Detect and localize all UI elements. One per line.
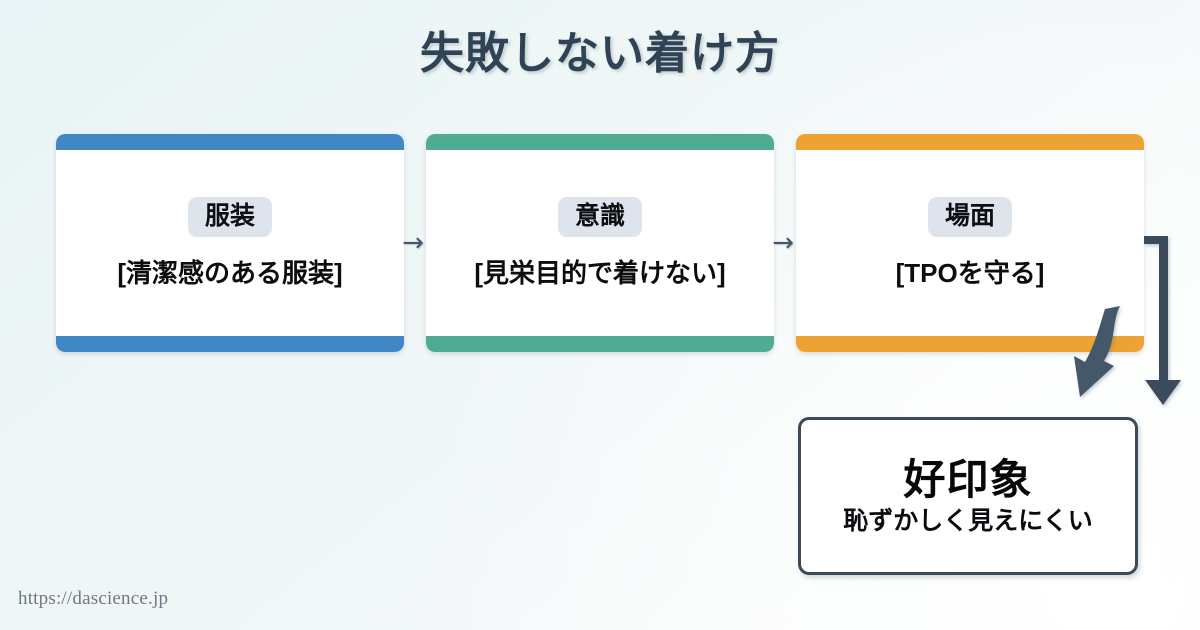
- flow-arrows-group: [1074, 236, 1181, 405]
- step-card-3-badge: 場面: [927, 196, 1012, 238]
- step-card-1-bottom-accent-bar: [56, 336, 404, 352]
- step-card-2-top-accent-bar: [426, 134, 774, 150]
- result-subtitle: 恥ずかしく見えにくい: [843, 506, 1093, 535]
- step-card-1-badge: 服装: [187, 196, 272, 238]
- arrow-right-icon: →: [402, 228, 424, 258]
- step-card-1-text: [清潔感のある服装]: [117, 258, 343, 289]
- step-card-3-bottom-accent-bar: [796, 336, 1144, 352]
- step-card-3-text: [TPOを守る]: [895, 258, 1045, 289]
- elbow-down-arrow-icon: [1144, 236, 1181, 405]
- step-card-1-top-accent-bar: [56, 134, 404, 150]
- curved-down-left-arrow-icon: [1074, 306, 1120, 397]
- step-card-3: 場面 [TPOを守る]: [796, 134, 1144, 352]
- step-card-3-top-accent-bar: [796, 134, 1144, 150]
- result-title: 好印象: [903, 455, 1033, 503]
- step-card-2: 意識 [見栄目的で着けない]: [426, 134, 774, 352]
- step-card-2-badge: 意識: [557, 196, 642, 238]
- step-card-2-bottom-accent-bar: [426, 336, 774, 352]
- step-card-3-content: 場面 [TPOを守る]: [796, 150, 1144, 336]
- step-card-2-content: 意識 [見栄目的で着けない]: [426, 150, 774, 336]
- step-card-2-text: [見栄目的で着けない]: [474, 258, 726, 289]
- step-card-1-content: 服装 [清潔感のある服装]: [56, 150, 404, 336]
- footer-source-url: https://dascience.jp: [18, 588, 169, 609]
- result-box: 好印象 恥ずかしく見えにくい: [798, 417, 1138, 575]
- page-title: 失敗しない着け方: [420, 29, 780, 78]
- arrow-right-icon: →: [772, 228, 794, 258]
- step-card-1: 服装 [清潔感のある服装]: [56, 134, 404, 352]
